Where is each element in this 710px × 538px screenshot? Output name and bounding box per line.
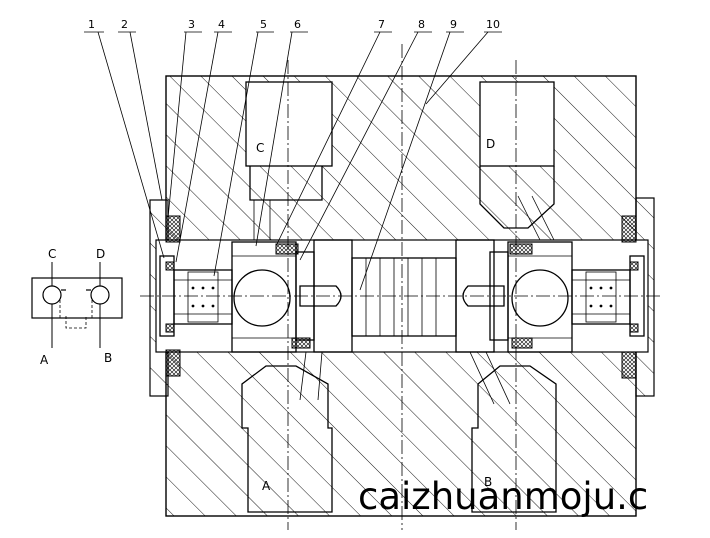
spring-right xyxy=(589,286,613,308)
symbol-label-b: B xyxy=(104,351,112,365)
check-ball-right xyxy=(511,269,569,327)
callout-6: 6 xyxy=(294,18,301,31)
left-check-assembly xyxy=(159,215,315,377)
callout-1: 1 xyxy=(88,18,95,31)
port-label-a: A xyxy=(262,479,271,493)
center-lines xyxy=(140,44,662,530)
port-label-b: B xyxy=(484,475,492,489)
callout-9: 9 xyxy=(450,18,457,31)
watermark: caizhuanmoju.c xyxy=(358,475,648,518)
callout-2: 2 xyxy=(121,18,128,31)
callout-10: 10 xyxy=(486,18,500,31)
hydraulic-symbol xyxy=(31,262,123,348)
port-cavity-c xyxy=(245,81,333,240)
symbol-label-c: C xyxy=(48,247,56,261)
callout-7: 7 xyxy=(378,18,385,31)
leader-lines xyxy=(84,31,502,291)
port-label-d: D xyxy=(486,137,495,151)
symbol-label-a: A xyxy=(40,353,49,367)
callout-5: 5 xyxy=(260,18,267,31)
callout-3: 3 xyxy=(188,18,195,31)
port-cavity-a xyxy=(241,351,333,513)
port-cavity-b xyxy=(469,351,557,513)
callout-4: 4 xyxy=(218,18,225,31)
check-ball-left xyxy=(233,269,291,327)
port-label-c: C xyxy=(256,141,264,155)
callout-8: 8 xyxy=(418,18,425,31)
symbol-label-d: D xyxy=(96,247,105,261)
port-cavity-d xyxy=(479,81,555,241)
spring-left xyxy=(191,286,215,308)
